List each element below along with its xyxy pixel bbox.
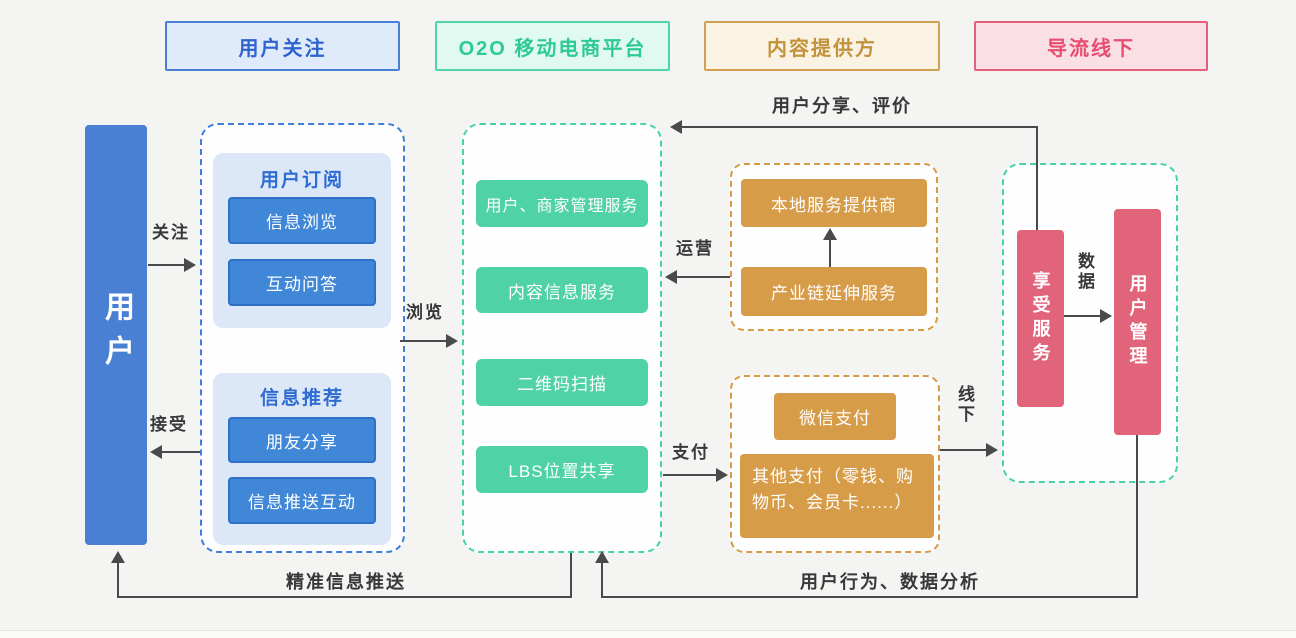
arrow-analysis-hline (601, 596, 1138, 598)
label-browse: 浏览 (406, 303, 444, 322)
arrow-browse-head (446, 334, 458, 348)
label-operate: 运营 (676, 239, 714, 258)
node-qr-scan: 二维码扫描 (476, 359, 648, 406)
arrow-chain-to-local-head (823, 228, 837, 240)
subscribe-panel: 用户订阅 信息浏览 互动问答 (213, 153, 391, 328)
arrow-push-hline (117, 596, 572, 598)
arrow-offline-head (986, 443, 998, 457)
label-analysis: 用户行为、数据分析 (800, 572, 980, 592)
node-wechat-pay: 微信支付 (774, 393, 896, 440)
arrow-operate-line (677, 276, 730, 278)
arrow-push-vline-left (117, 562, 119, 598)
node-enjoy-service: 享受服务 (1017, 230, 1064, 407)
provider-container: 本地服务提供商 产业链延伸服务 (730, 163, 938, 331)
arrow-push-vline-right (570, 553, 572, 598)
arrow-pay-line (663, 474, 718, 476)
label-data: 数据 (1075, 252, 1094, 292)
label-offline: 线下 (955, 385, 974, 425)
arrow-pay-head (716, 468, 728, 482)
arrow-offline-line (940, 449, 988, 451)
arrow-share-head (670, 120, 682, 134)
arrow-analysis-vline-left (601, 562, 603, 598)
label-follow: 关注 (152, 223, 190, 242)
user-node: 用户 (85, 125, 147, 545)
label-accept: 接受 (150, 415, 188, 434)
node-user-merchant-service: 用户、商家管理服务 (476, 180, 648, 227)
node-interactive-qa: 互动问答 (228, 259, 376, 306)
legend-offline: 导流线下 (974, 21, 1208, 71)
recommend-panel-title: 信息推荐 (259, 388, 344, 409)
arrow-follow-head (184, 258, 196, 272)
label-pay: 支付 (672, 443, 710, 462)
node-lbs-share: LBS位置共享 (476, 446, 648, 493)
payment-container: 微信支付 其他支付（零钱、购物币、会员卡......） (730, 375, 940, 553)
node-info-browse: 信息浏览 (228, 197, 376, 244)
arrow-analysis-head (595, 551, 609, 563)
arrow-chain-to-local-line (829, 240, 831, 267)
legend-user-follow: 用户关注 (165, 21, 400, 71)
legend-o2o-platform: O2O 移动电商平台 (435, 21, 670, 71)
recommend-panel: 信息推荐 朋友分享 信息推送互动 (213, 373, 391, 545)
node-content-info-service: 内容信息服务 (476, 267, 648, 313)
platform-container: 用户、商家管理服务 内容信息服务 二维码扫描 LBS位置共享 (462, 123, 662, 553)
node-user-management: 用户管理 (1114, 209, 1161, 435)
label-share: 用户分享、评价 (772, 96, 912, 116)
arrow-accept-head (150, 445, 162, 459)
node-other-pay: 其他支付（零钱、购物币、会员卡......） (740, 454, 934, 538)
legend-content-provider: 内容提供方 (704, 21, 940, 71)
bottom-strip (0, 630, 1296, 638)
arrow-operate-head (665, 270, 677, 284)
node-friend-share: 朋友分享 (228, 417, 376, 463)
node-info-push-interact: 信息推送互动 (228, 477, 376, 524)
label-push: 精准信息推送 (286, 572, 406, 592)
subscribe-panel-title: 用户订阅 (259, 170, 344, 191)
node-local-service-provider: 本地服务提供商 (741, 179, 927, 227)
node-industry-chain-service: 产业链延伸服务 (741, 267, 927, 316)
arrow-data-line (1064, 315, 1102, 317)
arrow-browse-line (400, 340, 448, 342)
arrow-share-hline (680, 126, 1038, 128)
arrow-push-head (111, 551, 125, 563)
arrow-analysis-vline-right (1136, 435, 1138, 598)
arrow-share-vline (1036, 126, 1038, 230)
arrow-data-head (1100, 309, 1112, 323)
arrow-accept-line (162, 451, 200, 453)
arrow-follow-line (148, 264, 186, 266)
